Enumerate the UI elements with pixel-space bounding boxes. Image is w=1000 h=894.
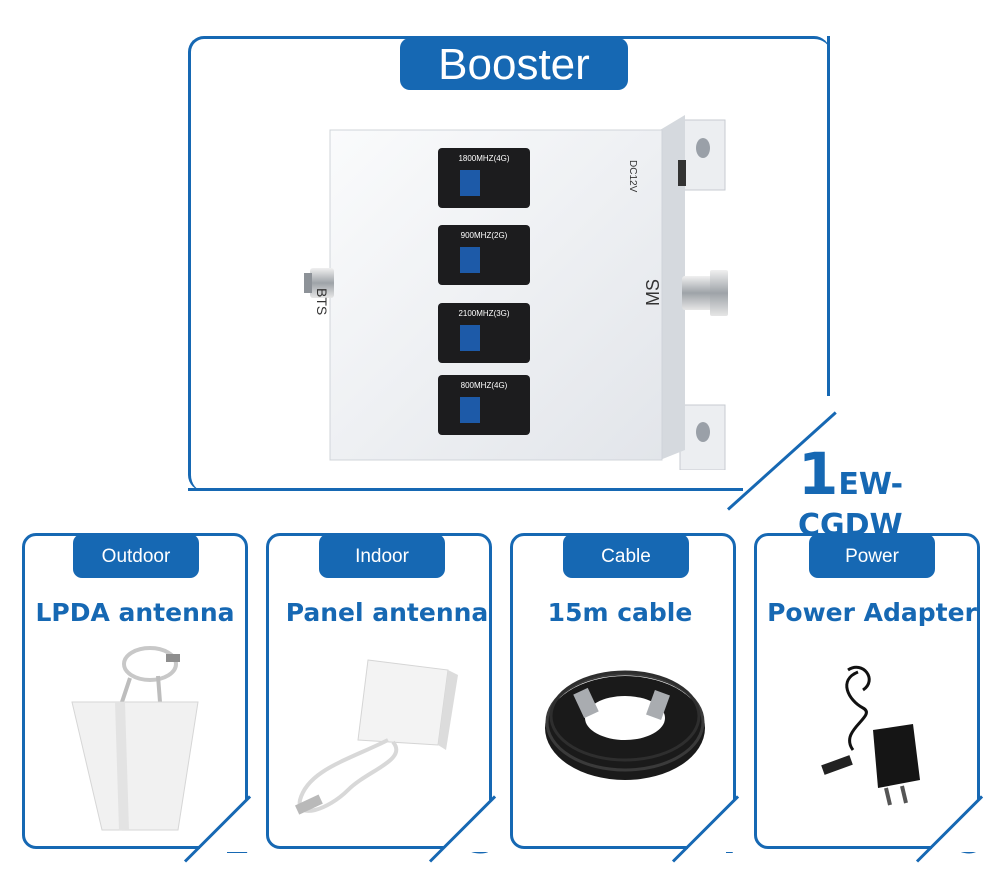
accessory-title: Power Adapter xyxy=(767,598,977,627)
accessory-tab-label: Indoor xyxy=(355,546,409,567)
accessory-tab: Cable xyxy=(563,534,689,578)
band-label: 2100MHZ(3G) xyxy=(458,309,510,318)
panel-antenna-image xyxy=(295,659,458,815)
accessory-tab: Indoor xyxy=(319,534,445,578)
power-label: DC12V xyxy=(627,160,638,193)
model-label: 1EW-CGDW xyxy=(798,440,1000,543)
cable-coil-image xyxy=(545,670,705,780)
accessory-title: Panel antenna xyxy=(285,598,489,627)
booster-panel-right-edge xyxy=(827,36,830,396)
power-adapter-image xyxy=(821,666,920,806)
accessory-tab-label: Power xyxy=(845,546,899,567)
card-corner-cut xyxy=(932,800,982,852)
band-modules xyxy=(438,148,530,435)
accessory-tab: Outdoor xyxy=(73,534,199,578)
accessory-title: 15m cable xyxy=(547,598,693,627)
band-label: 800MHZ(4G) xyxy=(460,381,508,390)
booster-device-image xyxy=(304,115,728,470)
card-corner-cut xyxy=(444,800,494,852)
accessory-tab-label: Cable xyxy=(601,546,651,567)
accessory-tab-label: Outdoor xyxy=(101,546,171,567)
card-corner-cut xyxy=(688,800,738,852)
card-corner-cut xyxy=(200,800,250,852)
model-number: 1 xyxy=(798,440,839,508)
band-label: 1800MHZ(4G) xyxy=(458,154,510,163)
lpda-antenna-image xyxy=(71,646,199,831)
accessory-tab: Power xyxy=(809,534,935,578)
accessory-title: LPDA antenna xyxy=(35,598,235,627)
booster-tab: Booster xyxy=(400,38,628,90)
booster-tab-label: Booster xyxy=(438,40,590,89)
booster-panel-bottom-edge xyxy=(188,488,743,491)
band-label: 900MHZ(2G) xyxy=(460,231,508,240)
port-label-ms: MS xyxy=(643,279,663,306)
accessory-card-power xyxy=(754,533,980,849)
port-label-bts: BTS xyxy=(314,288,330,316)
